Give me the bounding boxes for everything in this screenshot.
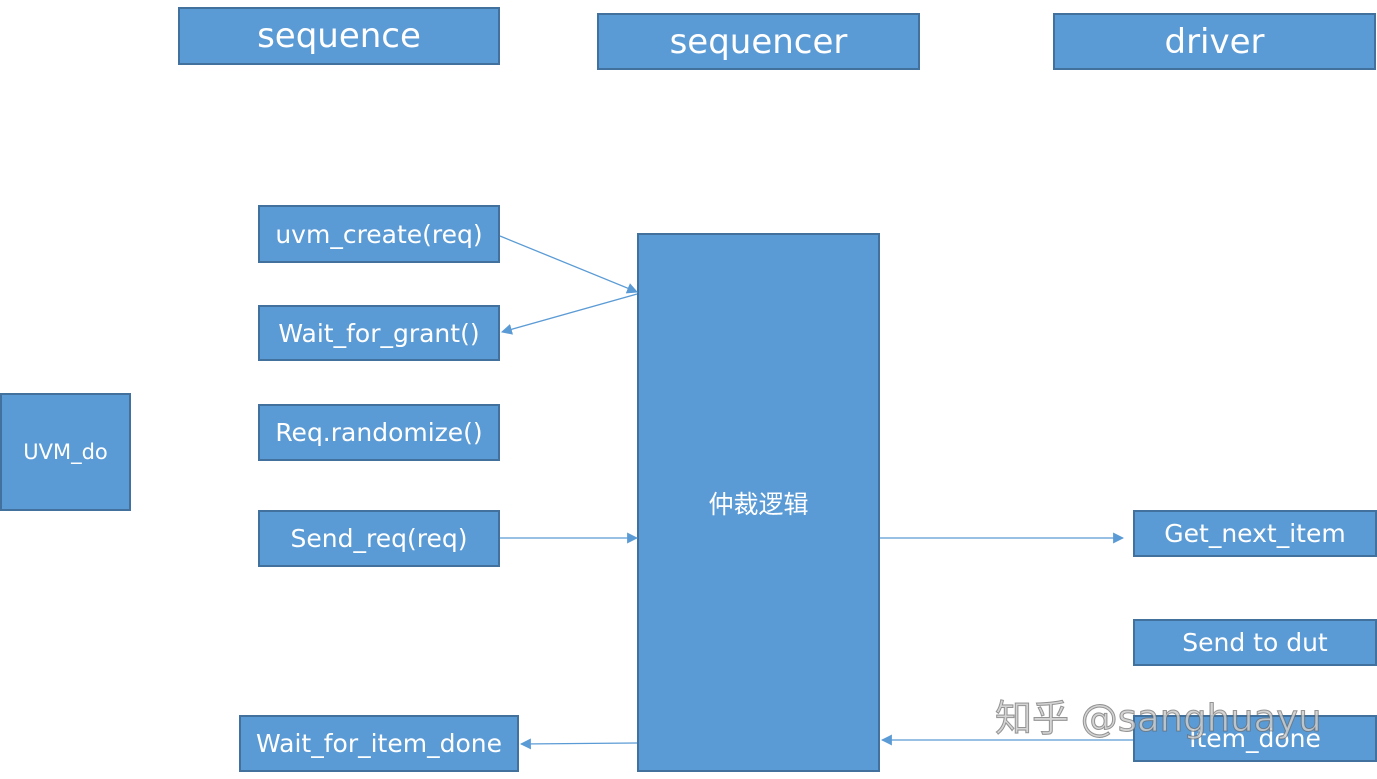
arbitration-logic-box: 仲裁逻辑	[637, 233, 880, 772]
req-randomize-box: Req.randomize()	[258, 404, 500, 461]
sequence-header: sequence	[178, 7, 500, 65]
get-next-item-box: Get_next_item	[1133, 510, 1377, 557]
sequencer-header: sequencer	[597, 13, 920, 70]
wait-for-item-done-box: Wait_for_item_done	[239, 715, 519, 772]
arrow-create-to-arbiter	[499, 235, 639, 294]
item-done-box: Item_done	[1133, 715, 1377, 762]
arrow-arbiter-to-item-done-wait	[519, 738, 638, 750]
driver-header: driver	[1053, 13, 1376, 70]
send-req-box: Send_req(req)	[258, 510, 500, 567]
uvm-do-box: UVM_do	[0, 393, 131, 511]
send-to-dut-box: Send to dut	[1133, 619, 1377, 666]
uvm-create-box: uvm_create(req)	[258, 205, 500, 263]
wait-for-grant-box: Wait_for_grant()	[258, 305, 500, 361]
arrow-arbiter-to-grant	[500, 293, 638, 335]
